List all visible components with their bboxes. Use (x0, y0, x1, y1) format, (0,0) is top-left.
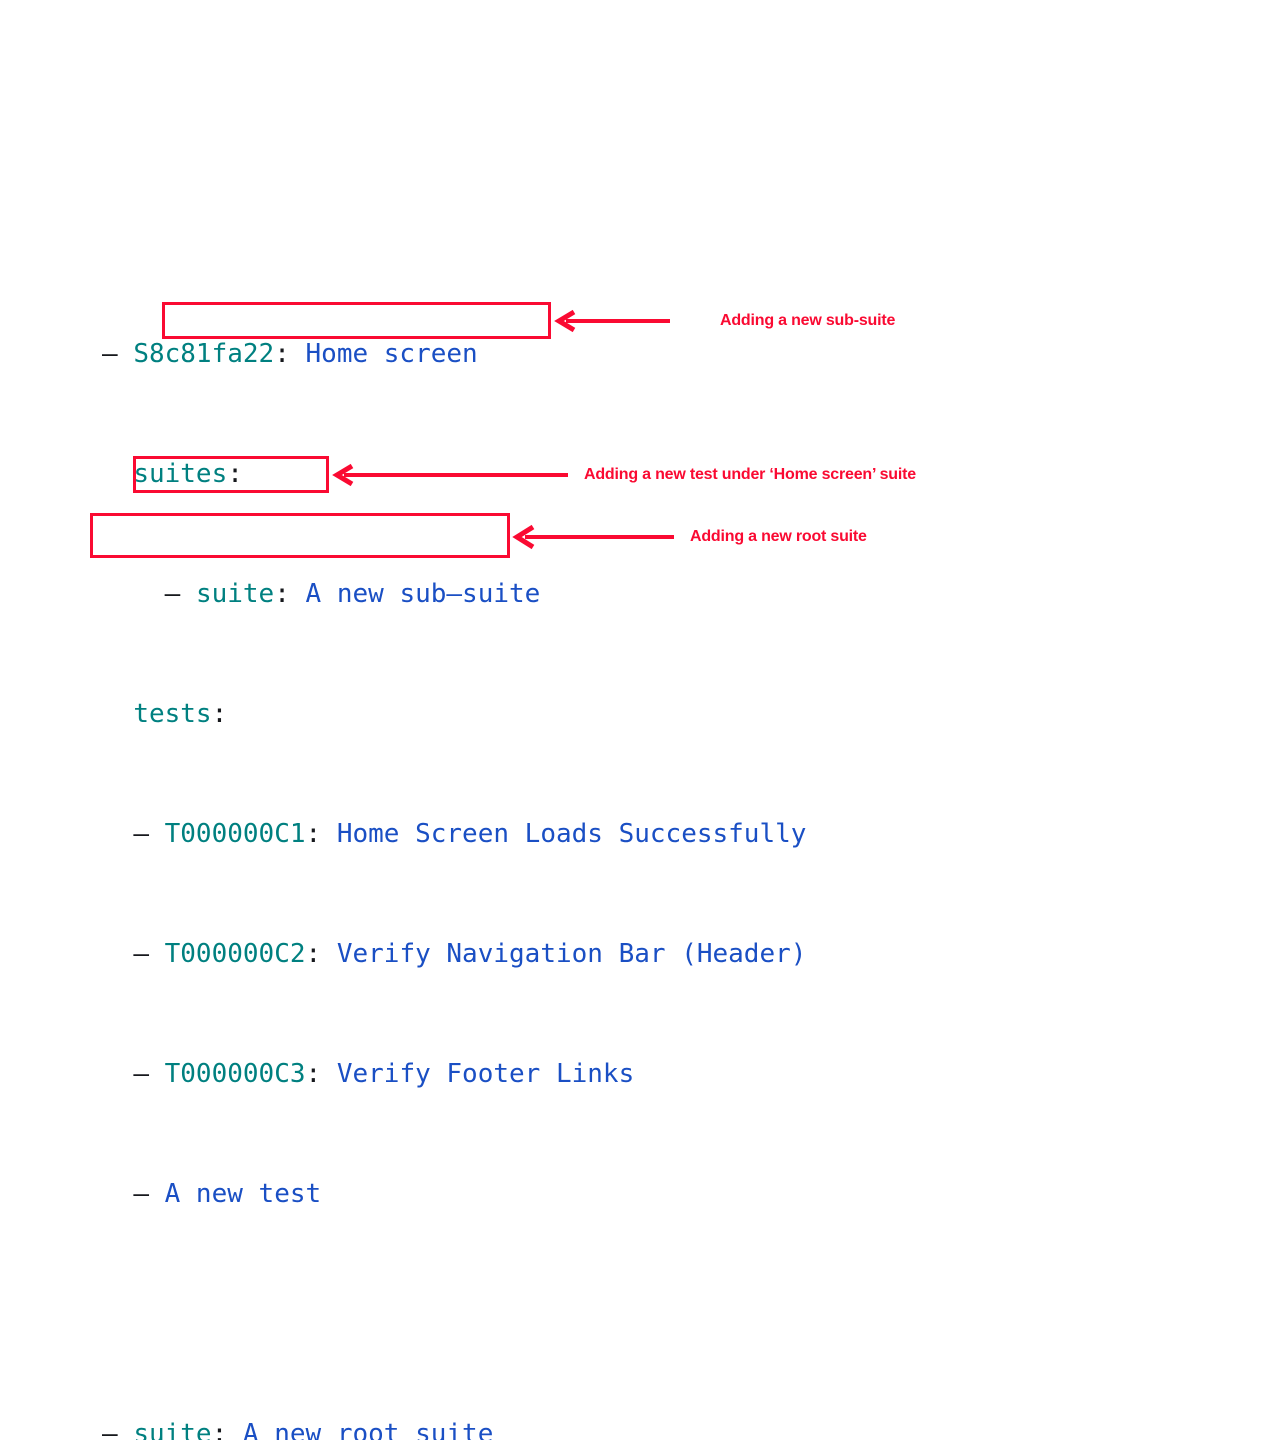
colon: : (305, 939, 322, 969)
annotation-label-root-suite: Adding a new root suite (690, 528, 867, 545)
tree-line-tests-key: tests: (102, 699, 806, 729)
suite-keyword: suite (133, 1419, 212, 1440)
colon: : (305, 1059, 322, 1089)
suite-id: S8c81fa22 (133, 339, 275, 369)
line-indent (102, 1059, 133, 1089)
tree-line-test-c3[interactable]: – T000000C3: Verify Footer Links (102, 1059, 806, 1089)
list-dash: – (164, 579, 196, 609)
test-name: Verify Navigation Bar (Header) (321, 939, 807, 969)
tree-line-root-suite[interactable]: – S8c81fa22: Home screen (102, 339, 806, 369)
tree-line-suites-key: suites: (102, 459, 806, 489)
list-dash: – (133, 1059, 165, 1089)
tests-label: tests (133, 699, 212, 729)
root-suite-name: A new root suite (227, 1419, 494, 1440)
test-suite-tree: – S8c81fa22: Home screen suites: – suite… (102, 249, 806, 1440)
test-name: Home Screen Loads Successfully (321, 819, 807, 849)
test-id: T000000C1 (164, 819, 306, 849)
suite-name: Home screen (289, 339, 478, 369)
list-dash: – (133, 1179, 165, 1209)
tree-line-new-root-suite[interactable]: – suite: A new root suite (102, 1419, 806, 1440)
colon: : (305, 819, 322, 849)
test-id: T000000C3 (164, 1059, 306, 1089)
annotation-label-sub-suite: Adding a new sub-suite (720, 312, 896, 329)
list-dash: – (133, 819, 165, 849)
line-indent (102, 579, 165, 609)
suites-label: suites (133, 459, 228, 489)
colon: : (274, 339, 290, 369)
test-name: Verify Footer Links (321, 1059, 635, 1089)
tree-line-new-test[interactable]: – A new test (102, 1179, 806, 1209)
tree-line-test-c2[interactable]: – T000000C2: Verify Navigation Bar (Head… (102, 939, 806, 969)
colon: : (211, 1419, 228, 1440)
list-dash: – (102, 1419, 134, 1440)
test-id: T000000C2 (164, 939, 306, 969)
line-indent (102, 459, 133, 489)
colon: : (211, 699, 228, 729)
line-indent (102, 699, 133, 729)
annotation-label-new-test: Adding a new test under ‘Home screen’ su… (584, 466, 916, 483)
tree-line-test-c1[interactable]: – T000000C1: Home Screen Loads Successfu… (102, 819, 806, 849)
new-test-name: A new test (164, 1179, 322, 1209)
tree-blank-line (102, 1299, 806, 1329)
sub-suite-name: A new sub–suite (289, 579, 541, 609)
line-indent (102, 1179, 133, 1209)
line-indent (102, 939, 133, 969)
tree-line-new-sub-suite[interactable]: – suite: A new sub–suite (102, 579, 806, 609)
suite-keyword: suite (195, 579, 275, 609)
list-dash: – (102, 339, 134, 369)
colon: : (274, 579, 290, 609)
list-dash: – (133, 939, 165, 969)
colon: : (227, 459, 243, 489)
line-indent (102, 819, 133, 849)
